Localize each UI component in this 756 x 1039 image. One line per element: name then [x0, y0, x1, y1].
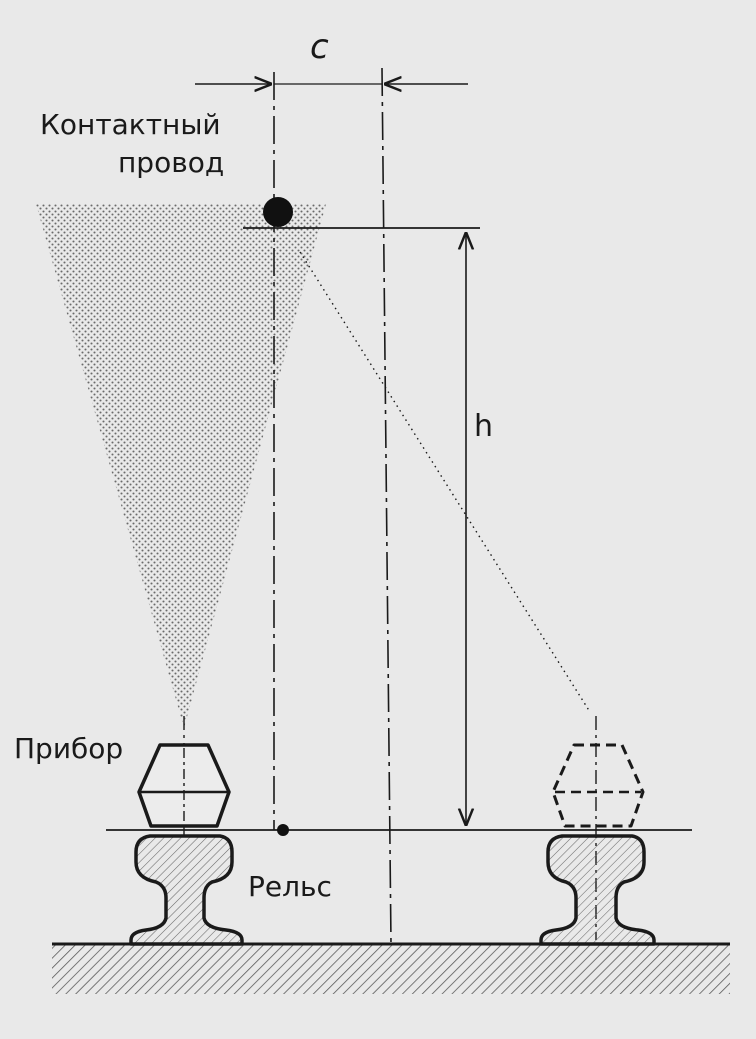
track-axis-line: [381, 67, 392, 945]
right-rail-icon: [539, 834, 656, 946]
rail-label: Рельс: [248, 870, 332, 903]
rail-axis-point: [277, 824, 289, 836]
ground-hatch: [52, 944, 730, 994]
left-rail-icon: [129, 834, 244, 946]
device-label: Прибор: [14, 732, 123, 765]
contact-wire-label-line1: Контактный: [40, 108, 221, 141]
contact-wire-label-line2: провод: [118, 146, 224, 179]
dimension-c-label: c: [310, 27, 329, 67]
contact-wire-icon: [263, 197, 293, 227]
device-moved-icon: [551, 743, 645, 828]
sight-line: [299, 251, 591, 713]
measurement-cone: [36, 204, 326, 728]
device-icon: [137, 743, 231, 828]
dimension-h-label: h: [474, 409, 493, 444]
